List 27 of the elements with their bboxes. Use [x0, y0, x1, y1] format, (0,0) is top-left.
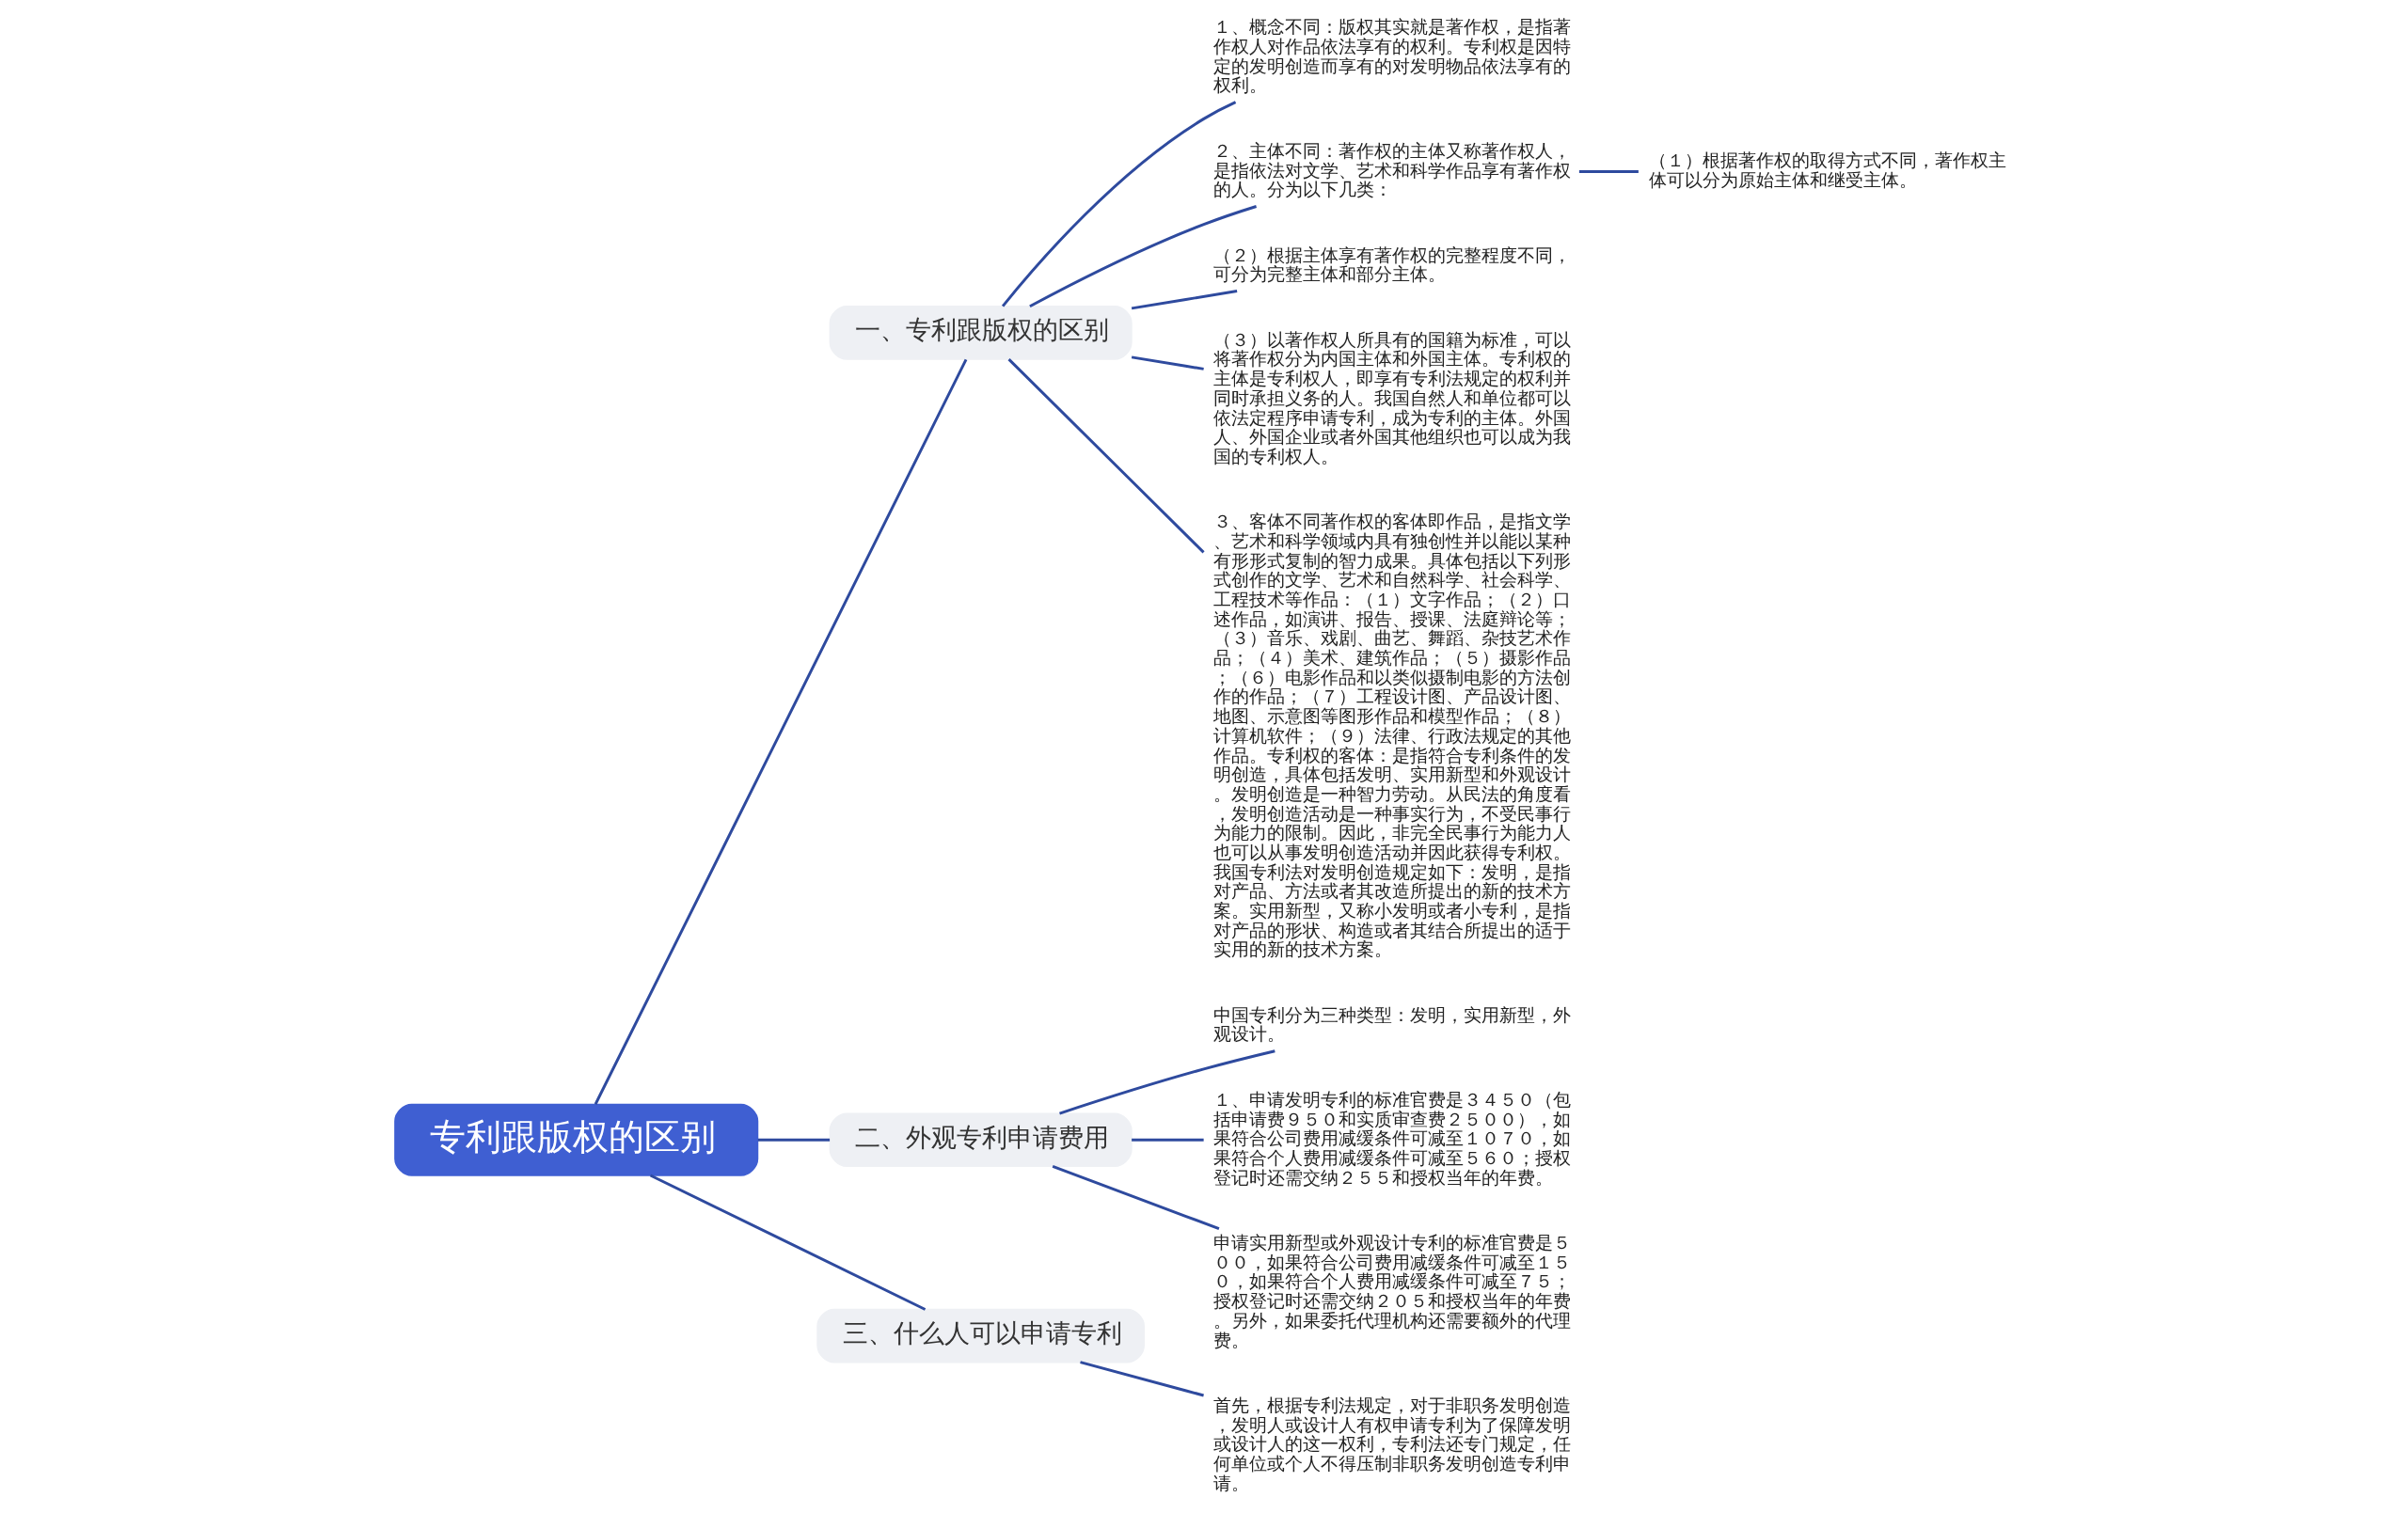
connector: [1131, 1138, 1204, 1142]
node-text: （２）根据主体享有著作权的完整程度不同，可分为完整主体和部分主体。: [1212, 244, 1571, 286]
node-text: （１）根据著作权的取得方式不同，著作权主体可以分为原始主体和继受主体。: [1648, 150, 2006, 191]
connector: [1578, 170, 1639, 173]
node-text: １、概念不同：版权其实就是著作权，是指著作权人对作品依法享有的权利。专利权是因特定的发明创造而享有的对发明物品依法享有的权利。: [1212, 16, 1571, 97]
connector: [1131, 290, 1237, 310]
connector: [1079, 1361, 1204, 1397]
connector: [594, 358, 967, 1105]
node-box: 专利跟版权的区别: [393, 1103, 758, 1176]
node-text: （３）以著作权人所具有的国籍为标准，可以将著作权分为内国主体和外国主体。专利权的主体是专利权人，即享有专利法规定的权利并同时承担义务的人。我国自然人和单位都可以依法定程序申请专利，成为专利的主体。外国人、外国企业或者外国其他组织也可以成为我国的专利权人。: [1212, 328, 1571, 467]
connector: [1028, 205, 1257, 308]
node-text: １、申请发明专利的标准官费是３４５０（包括申请费９５０和实质审查费２５００），如果符合公司费用减缓条件可减至１０７０，如果符合个人费用减缓条件可减至５６０；授权登记时还需交纳２５５和授权当年的年费。: [1212, 1088, 1571, 1189]
node-text: 申请实用新型或外观设计专利的标准官费是５００，如果符合公司费用减缓条件可减至１５０，如果符合个人费用减缓条件可减至７５；授权登记时还需交纳２０５和授权当年的年费。另外，如果委托代理机构还需要额外的代理费。: [1212, 1232, 1571, 1351]
node-box: 三、什么人可以申请专利: [816, 1308, 1145, 1363]
node-text: 首先，根据专利法规定，对于非职务发明创造，发明人或设计人有权申请专利为了保障发明或设计人的这一权利，专利法还专门规定，任何单位或个人不得压制非职务发明创造专利申请。: [1212, 1394, 1571, 1494]
connector: [1001, 101, 1236, 307]
connector: [1131, 355, 1204, 370]
node-text: ３、客体不同著作权的客体即作品，是指文学、艺术和科学领域内具有独创性并以能以某种有形形式复制的智力成果。具体包括以下列形式创作的文学、艺术和自然科学、社会科学、工程技术等作品：（１）文字作品；（２）口述作品，如演讲、报告、授课、法庭辩论等；（３）音乐、戏剧、曲艺、舞蹈、杂技艺术作品；（４）美术、建筑作品；（５）摄影作品；（６）电影作品和以类似摄制电影的方法创作的作品；（７）工程设计图、产品设计图、地图、示意图等图形作品和模型作品；（８）计算机软件；（９）法律、行政法规定的其他作品。专利权的客体：是指符合专利条件的发明创造，具体包括发明、实用新型和外观设计。发明创造是一种智力劳动。从民法的角度看，发明创造活动是一种事实行为，不受民事行为能力的限制。因此，非完全民事行为能力人也可以从事发明创造活动并因此获得专利权。我国专利法对发明创造规定如下：发明，是指对产品、方法或者其改造所提出的新的技术方案。实用新型，又称小发明或者小专利，是指对产品的形状、构造或者其结合所提出的适于实用的新的技术方案。: [1212, 511, 1571, 961]
connector: [1058, 1049, 1275, 1115]
connector: [649, 1174, 926, 1311]
node-box: 二、外观专利申请费用: [829, 1112, 1133, 1168]
connector: [757, 1138, 830, 1142]
node-text: ２、主体不同：著作权的主体又称著作权人，是指依法对文学、艺术和科学作品享有著作权的人。分为以下几类：: [1212, 139, 1571, 201]
node-box: 一、专利跟版权的区别: [829, 306, 1133, 360]
connector: [1052, 1165, 1219, 1231]
node-text: 中国专利分为三种类型：发明，实用新型，外观设计。: [1212, 1003, 1571, 1046]
connector: [1007, 358, 1205, 554]
